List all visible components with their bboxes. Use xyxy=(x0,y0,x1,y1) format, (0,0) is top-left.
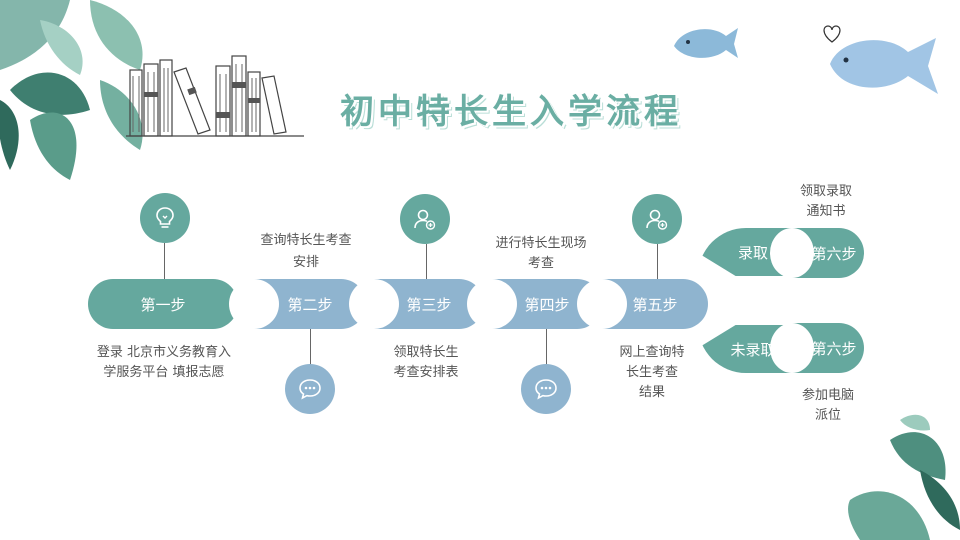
large-fish-illustration xyxy=(823,25,938,94)
step5-pill: 第五步 xyxy=(577,279,708,329)
step4-icon-circle xyxy=(521,364,571,414)
page-title: 初中特长生入学流程 xyxy=(340,92,682,132)
step3-connector xyxy=(426,244,427,279)
step3-icon-circle xyxy=(400,194,450,244)
step1-note: 登录 北京市义务教育入 学服务平台 填报志愿 xyxy=(96,345,232,380)
step4-connector xyxy=(546,329,547,365)
step2-note: 查询特长生考查 安排 xyxy=(260,233,352,270)
step2-connector xyxy=(310,329,311,365)
step5-icon-circle xyxy=(632,194,682,244)
step2-pill: 第二步 xyxy=(229,279,366,329)
chat-bubble-icon xyxy=(299,379,321,400)
leaf-decoration-bottom-right xyxy=(848,414,960,540)
user-add-icon xyxy=(646,209,668,230)
step1-icon-circle xyxy=(140,193,190,243)
step1-connector xyxy=(164,243,165,279)
step5-connector xyxy=(657,244,658,279)
leaf-decoration-top-left xyxy=(0,0,143,180)
not-admitted-note: 参加电脑 派位 xyxy=(801,388,854,423)
admitted-step6-pill: 第六步 xyxy=(770,228,864,278)
step5-note: 网上查询特 长生考查 结果 xyxy=(619,345,685,400)
admitted-note: 领取录取 通知书 xyxy=(799,184,852,219)
small-fish-illustration xyxy=(674,28,738,58)
step1-pill: 第一步 xyxy=(88,279,238,329)
user-add-icon xyxy=(414,209,436,230)
books-illustration xyxy=(126,55,304,137)
lightbulb-icon xyxy=(156,207,174,228)
chat-bubble-icon xyxy=(535,379,557,400)
step4-note: 进行特长生现场 考查 xyxy=(495,236,587,271)
step2-icon-circle xyxy=(285,364,335,414)
step3-note: 领取特长生 考查安排表 xyxy=(393,345,459,380)
not-admitted-step6-pill: 第六步 xyxy=(770,323,864,373)
step3-pill: 第三步 xyxy=(349,279,484,329)
